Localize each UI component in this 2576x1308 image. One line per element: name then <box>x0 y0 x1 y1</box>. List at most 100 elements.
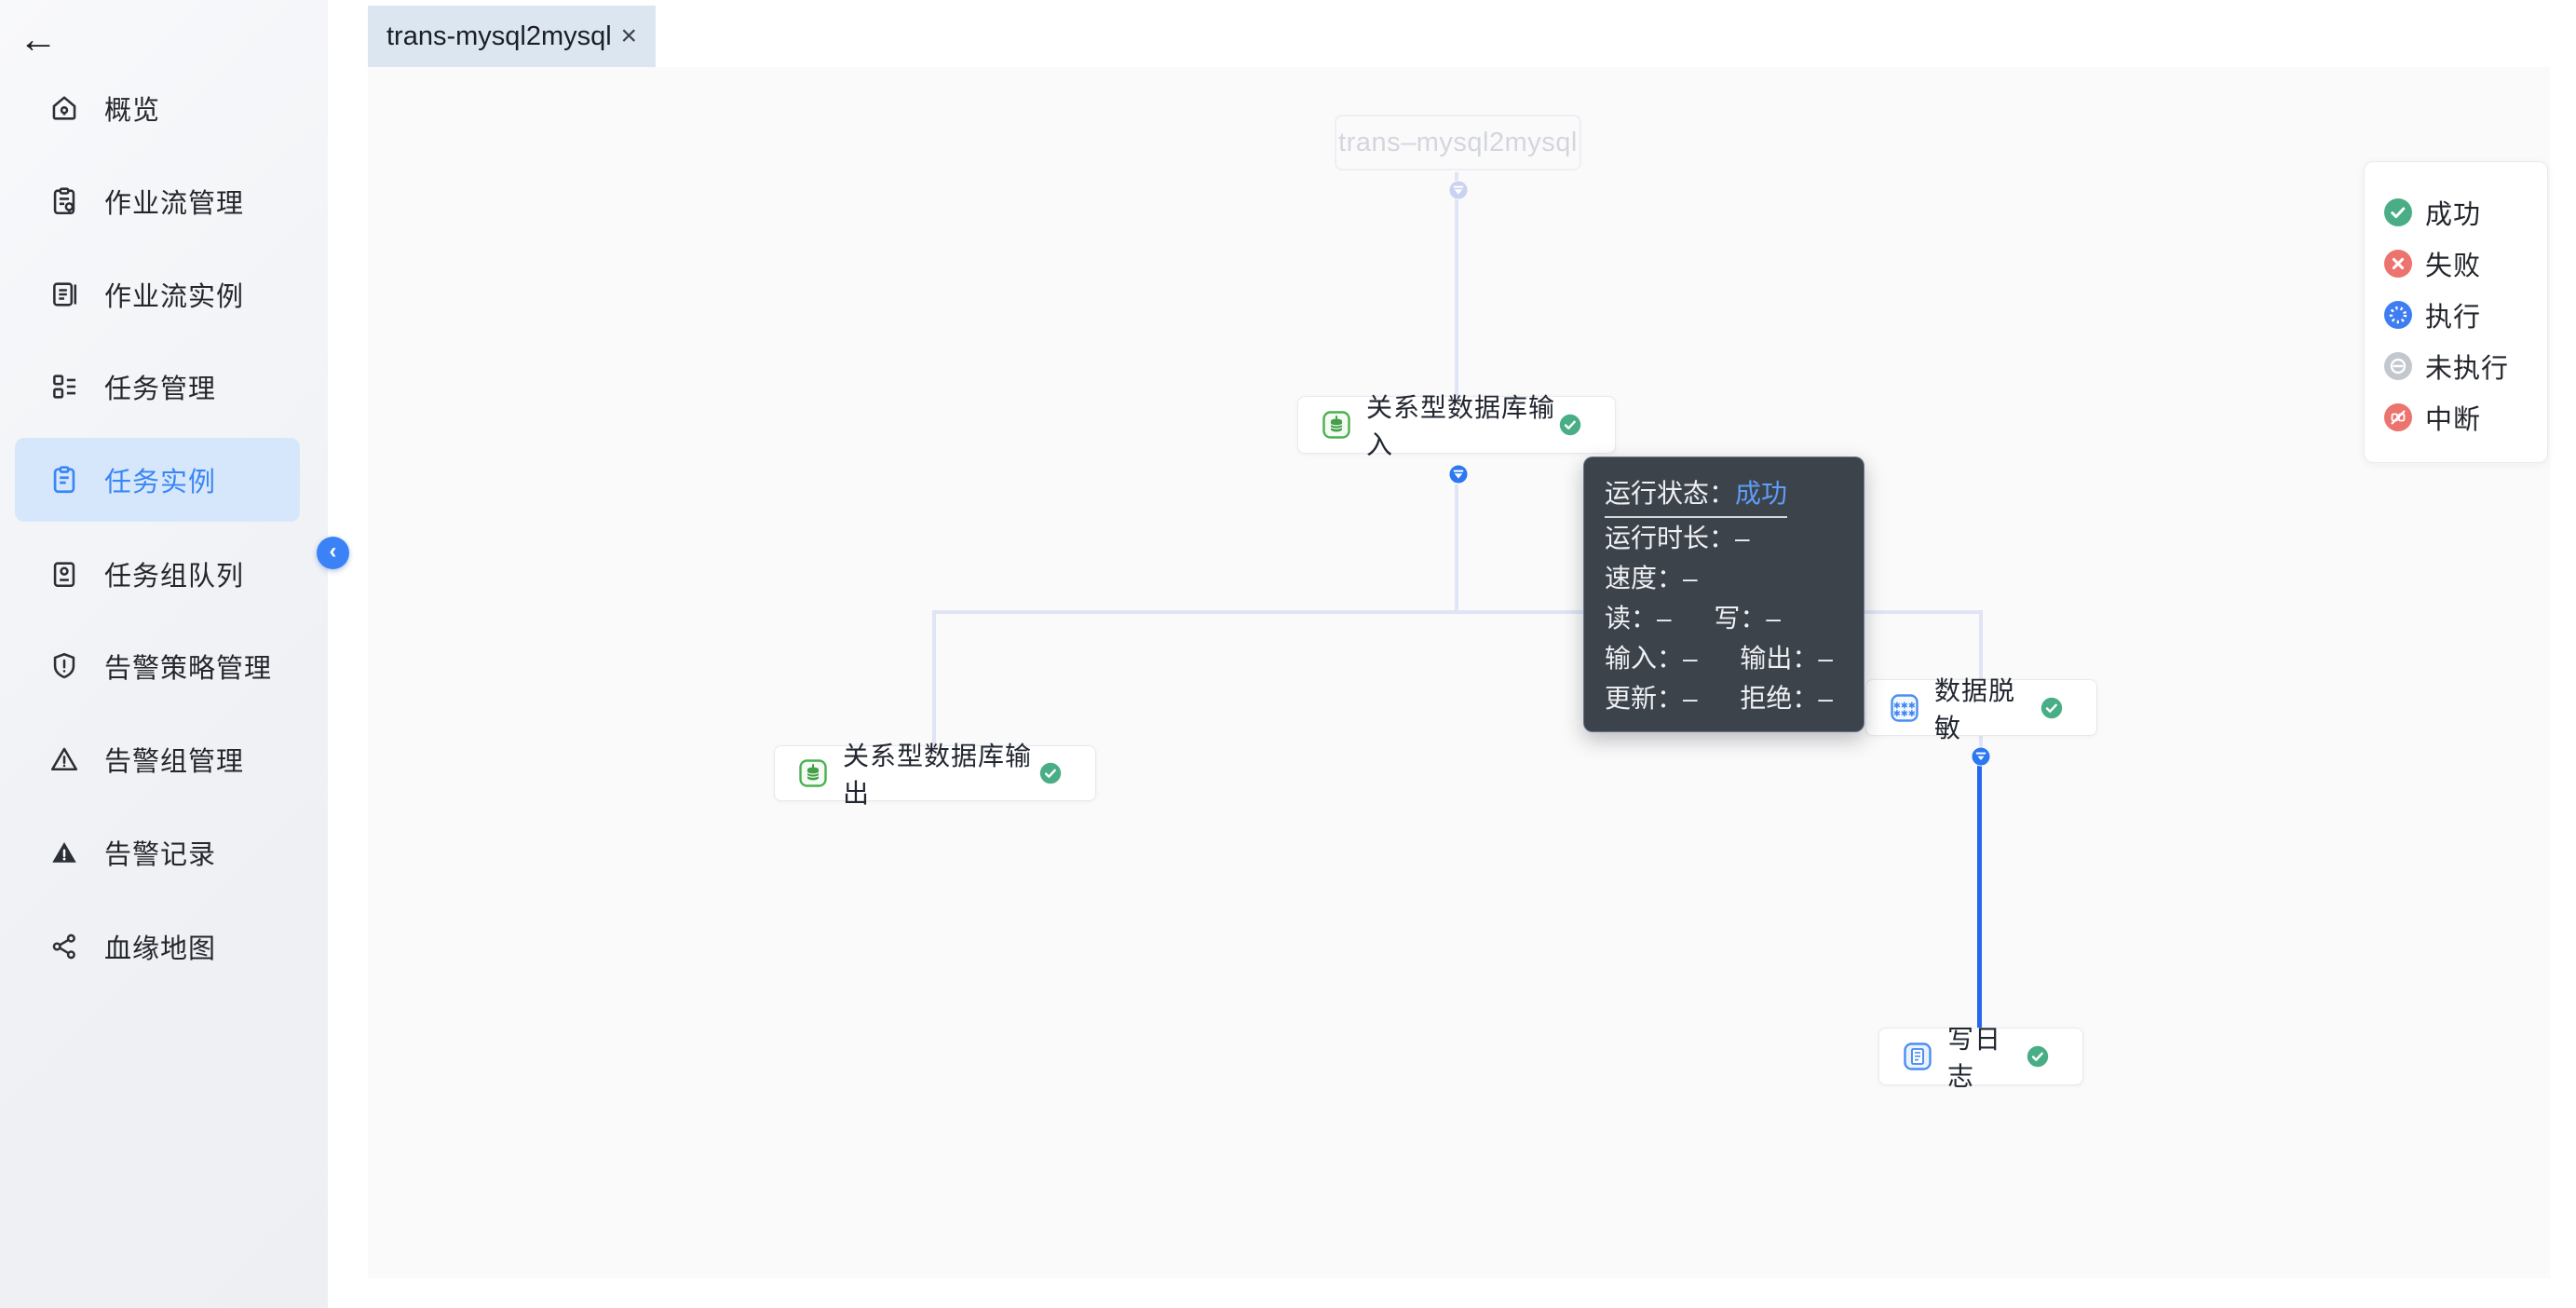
sidebar-item-label: 概览 <box>104 96 161 126</box>
tooltip-label: 更新： <box>1605 684 1684 713</box>
tooltip-label: 拒绝： <box>1740 684 1819 713</box>
tooltip-label: 运行状态： <box>1605 479 1736 508</box>
edge-branch-horizontal <box>932 610 1983 614</box>
tooltip-label: 运行时长： <box>1605 524 1736 552</box>
status-success-icon <box>2040 697 2063 719</box>
node-label: 关系型数据库输出 <box>843 742 1033 808</box>
tooltip-row-speed: 速度：– <box>1605 558 1843 598</box>
sidebar-item-task-queue[interactable]: 任务组队列 <box>15 532 300 616</box>
tooltip-row-read-write: 读：– 写：– <box>1605 598 1843 638</box>
sidebar-item-alert-record[interactable]: 告警记录 <box>15 811 300 894</box>
fail-status-icon <box>2384 249 2412 278</box>
interrupted-status-icon <box>2384 402 2412 431</box>
sidebar-item-label: 告警记录 <box>104 840 217 870</box>
tooltip-value: – <box>1766 604 1781 633</box>
legend-item-running: 执行 <box>2365 289 2547 340</box>
legend-item-success: 成功 <box>2365 186 2547 238</box>
node-write-log[interactable]: 写日志 <box>1878 1025 2083 1091</box>
workflow-manage-icon <box>48 185 80 217</box>
workflow-instance-icon <box>48 279 80 310</box>
sidebar-item-label: 告警组管理 <box>104 747 245 777</box>
sidebar-item-workflow-manage[interactable]: 作业流管理 <box>15 159 300 243</box>
mask-expand-connector[interactable] <box>1971 746 1991 767</box>
node-data-mask[interactable]: ✱✱✱ ✱✱✱ 数据脱敏 <box>1865 676 2097 743</box>
node-label: 数据脱敏 <box>1934 675 2016 743</box>
sidebar-item-alert-group[interactable]: 告警组管理 <box>15 717 300 801</box>
sidebar-collapse-button[interactable]: ‹ <box>317 537 349 569</box>
input-expand-connector[interactable] <box>1448 464 1469 484</box>
svg-text:✱✱✱: ✱✱✱ <box>1893 701 1916 711</box>
sidebar-item-task-manage[interactable]: 任务管理 <box>15 345 300 429</box>
node-status-tooltip: 运行状态：成功 运行时长：– 速度：– 读：– 写：– 输入：– 输出：– 更新… <box>1583 456 1864 732</box>
edge-to-output <box>932 610 936 745</box>
node-db-output[interactable]: 关系型数据库输出 <box>774 742 1096 808</box>
sidebar-item-label: 任务实例 <box>104 468 217 497</box>
node-label: 关系型数据库输入 <box>1366 393 1556 459</box>
tooltip-value: – <box>1657 604 1672 633</box>
task-manage-icon <box>48 371 80 402</box>
running-spinner-icon <box>2384 300 2412 329</box>
tooltip-row-update-reject: 更新：– 拒绝：– <box>1605 678 1843 718</box>
svg-text:✱✱✱: ✱✱✱ <box>1893 709 1916 719</box>
tooltip-status-link[interactable]: 成功 <box>1735 479 1788 508</box>
status-success-icon <box>1559 414 1581 436</box>
status-success-icon <box>2027 1045 2049 1068</box>
sidebar-item-workflow-instance[interactable]: 作业流实例 <box>15 252 300 336</box>
sidebar-item-lineage-map[interactable]: 血缘地图 <box>15 905 300 988</box>
legend-label: 未执行 <box>2425 353 2510 384</box>
tooltip-label: 输入： <box>1605 644 1684 673</box>
alert-record-icon <box>48 837 80 868</box>
sidebar-item-label: 血缘地图 <box>104 934 217 964</box>
tooltip-value: – <box>1683 684 1698 713</box>
tooltip-label: 输出： <box>1740 644 1819 673</box>
sidebar-item-label: 作业流实例 <box>104 282 245 312</box>
tooltip-row-duration: 运行时长：– <box>1605 518 1843 558</box>
legend-item-not-run: 未执行 <box>2365 340 2547 391</box>
sidebar-item-label: 任务管理 <box>104 375 217 404</box>
tooltip-row-in-out: 输入：– 输出：– <box>1605 638 1843 678</box>
root-workflow-label: trans–mysql2mysql <box>1338 127 1578 157</box>
tooltip-row-status: 运行状态：成功 <box>1605 473 1843 518</box>
sidebar-item-label: 作业流管理 <box>104 189 245 219</box>
alert-policy-shield-icon <box>48 650 80 682</box>
sidebar-item-label: 告警策略管理 <box>104 654 273 684</box>
tab-trans-mysql2mysql[interactable]: trans-mysql2mysql × <box>368 6 656 67</box>
tooltip-value: – <box>1818 684 1833 713</box>
task-queue-icon <box>48 558 80 590</box>
legend-label: 执行 <box>2425 302 2482 333</box>
edge-input-down <box>1455 484 1458 614</box>
database-input-icon <box>1322 411 1350 439</box>
sidebar-item-label: 任务组队列 <box>104 562 245 592</box>
status-legend: 成功 失败 执行 未执行 <box>2364 161 2548 463</box>
tooltip-label: 读： <box>1605 604 1658 633</box>
tooltip-label: 速度： <box>1605 564 1684 593</box>
edge-mask-stub <box>1979 736 1983 748</box>
tooltip-label: 写： <box>1714 604 1767 633</box>
legend-label: 成功 <box>2425 199 2482 230</box>
sidebar-item-task-instance[interactable]: 任务实例 <box>15 438 300 522</box>
edge-root-to-input <box>1455 172 1458 396</box>
root-workflow-node: trans–mysql2mysql <box>1335 115 1581 170</box>
tooltip-value: – <box>1818 644 1833 673</box>
not-run-status-icon <box>2384 351 2412 380</box>
legend-item-fail: 失败 <box>2365 238 2547 289</box>
legend-item-interrupted: 中断 <box>2365 391 2547 443</box>
edge-mask-to-log-active <box>1977 756 1982 1028</box>
edge-to-mask <box>1979 610 1983 679</box>
node-label: 写日志 <box>1947 1025 2002 1091</box>
task-instance-icon <box>48 464 80 496</box>
lineage-map-icon <box>48 931 80 962</box>
back-button[interactable]: ← <box>19 13 71 65</box>
sidebar: ← 概览 作业流管理 <box>0 0 328 1308</box>
root-expand-connector[interactable] <box>1448 180 1469 200</box>
log-document-icon <box>1904 1042 1932 1070</box>
sidebar-item-alert-policy[interactable]: 告警策略管理 <box>15 624 300 708</box>
alert-group-triangle-icon <box>48 743 80 775</box>
dag-canvas[interactable]: trans–mysql2mysql <box>368 67 2550 1278</box>
status-success-icon <box>1039 762 1062 784</box>
node-db-input[interactable]: 关系型数据库输入 <box>1297 393 1616 459</box>
tab-close-icon[interactable]: × <box>620 20 637 51</box>
sidebar-item-overview[interactable]: 概览 <box>15 66 300 150</box>
legend-label: 失败 <box>2425 251 2482 281</box>
